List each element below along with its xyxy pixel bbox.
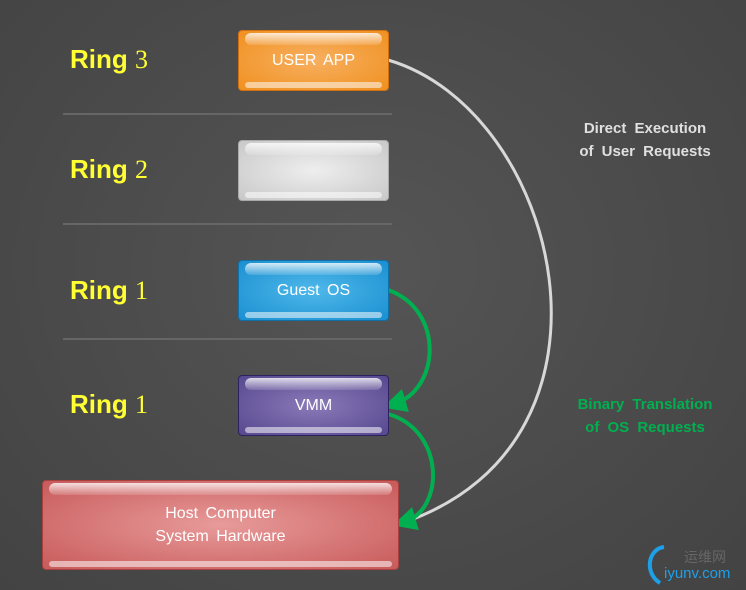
direct-execution-arrow <box>387 58 553 528</box>
divider <box>63 223 392 225</box>
divider <box>63 338 392 340</box>
ring-1-vmm-label: Ring 1 <box>70 389 148 419</box>
guest-os-box: Guest OS <box>238 260 389 321</box>
watermark-logo: 运维网 iyunv.com <box>642 543 746 588</box>
divider <box>63 113 392 115</box>
ring2-box <box>238 140 389 201</box>
ring-3-label: Ring 3 <box>70 44 148 74</box>
vmm-box: VMM <box>238 375 389 436</box>
ring-2-label: Ring 2 <box>70 154 148 184</box>
vmm-to-host-arrow <box>387 412 435 531</box>
ring-1-label: Ring 1 <box>70 275 148 305</box>
user-app-box: USER APP <box>238 30 389 91</box>
guest-to-vmm-arrow <box>382 288 432 412</box>
